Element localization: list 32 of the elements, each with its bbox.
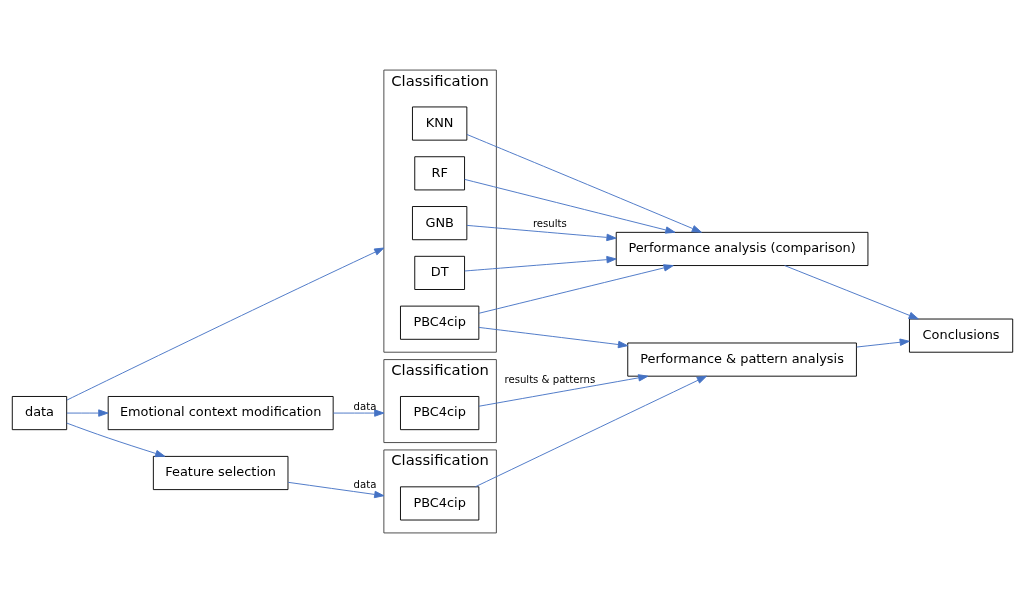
node-box: Feature selection <box>152 455 289 490</box>
arrow <box>856 338 910 347</box>
node-box: Conclusions <box>909 318 1014 353</box>
arrow <box>287 481 385 498</box>
edge-label: data <box>353 400 377 412</box>
arrow <box>466 133 702 233</box>
node-box: data <box>11 395 68 430</box>
node-box: Emotional context modification <box>107 395 334 430</box>
arrow <box>466 224 617 241</box>
arrow <box>478 373 649 407</box>
node-box: KNN <box>412 106 468 141</box>
node-box: PBC4cip <box>400 485 480 520</box>
edge-label: results & patterns <box>504 373 596 385</box>
node-box: PBC4cip <box>400 395 480 430</box>
arrow <box>66 408 109 417</box>
arrow <box>474 375 707 487</box>
arrow <box>784 264 919 319</box>
node-box: Performance & pattern analysis <box>627 342 857 377</box>
node-box: GNB <box>412 205 468 240</box>
node-box: RF <box>414 155 465 190</box>
arrow <box>478 263 674 314</box>
edge-label: data <box>353 478 377 490</box>
arrow <box>464 255 617 271</box>
node-box: Performance analysis (comparison) <box>615 231 869 266</box>
arrow <box>332 408 385 417</box>
arrow <box>464 178 676 234</box>
node-box: DT <box>414 255 465 290</box>
arrow <box>66 247 385 400</box>
arrow <box>66 422 166 457</box>
edge-label: results <box>532 217 567 229</box>
node-box: PBC4cip <box>400 305 480 340</box>
arrow <box>478 326 629 348</box>
